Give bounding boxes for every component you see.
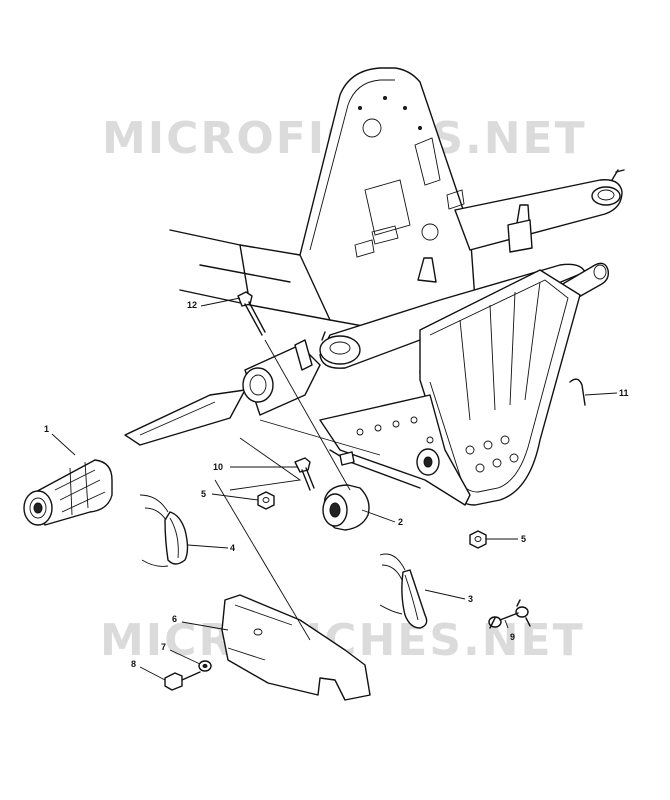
callout-2: 2 — [398, 517, 403, 527]
part-7-washer — [198, 660, 212, 672]
callout-11: 11 — [619, 388, 629, 398]
callout-12: 12 — [187, 300, 197, 310]
part-1-drive-sprocket — [23, 459, 113, 526]
part-2-idler-wheel — [322, 484, 370, 531]
callout-1: 1 — [44, 424, 49, 434]
chassis-frame — [124, 67, 625, 506]
callout-5-right: 5 — [521, 534, 526, 544]
part-12-bolt — [237, 291, 266, 336]
part-8-bolt — [164, 671, 201, 691]
callout-4: 4 — [230, 543, 235, 553]
callout-7: 7 — [161, 642, 166, 652]
part-6-mounting-bracket — [221, 594, 371, 701]
part-3-chain — [379, 553, 428, 629]
callout-6: 6 — [172, 614, 177, 624]
part-5-nut-right — [469, 530, 487, 549]
part-10-bolt — [294, 457, 315, 491]
part-9-link-bolts — [488, 599, 531, 629]
callout-10: 10 — [213, 462, 223, 472]
part-11-clip — [569, 378, 586, 406]
part-4-chain — [139, 494, 189, 567]
part-5-nut-left — [257, 491, 275, 510]
callout-5-left: 5 — [201, 489, 206, 499]
callout-9: 9 — [510, 632, 515, 642]
leader-lines — [51, 297, 618, 681]
callout-8: 8 — [131, 659, 136, 669]
callout-3: 3 — [468, 594, 473, 604]
